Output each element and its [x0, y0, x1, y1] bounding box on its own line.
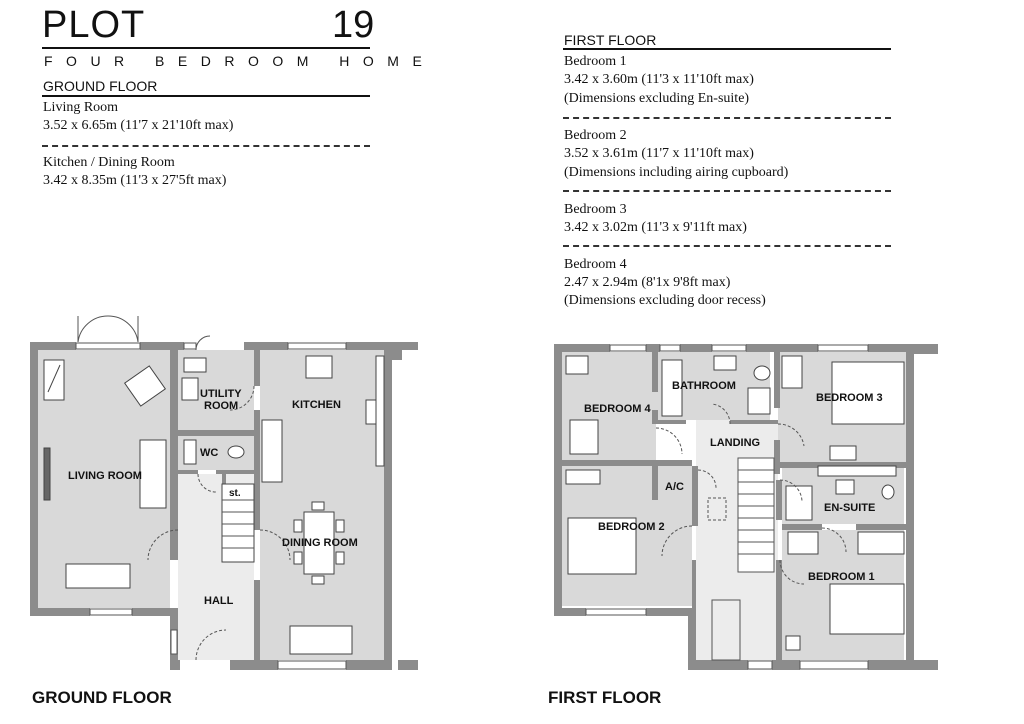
living-room-label: LIVING ROOM	[68, 470, 142, 482]
kitchen-label: KITCHEN	[292, 399, 341, 411]
spec-room-dims: 3.42 x 8.35m (11'3 x 27'5ft max)	[43, 173, 227, 188]
spec-divider	[563, 117, 891, 119]
wc-label: WC	[200, 447, 218, 459]
spec-room-name: Kitchen / Dining Room	[43, 155, 175, 170]
bedroom-2-label: BEDROOM 2	[598, 521, 665, 533]
utility-room-label-2: ROOM	[204, 400, 238, 412]
ground-floor-caption: GROUND FLOOR	[32, 688, 172, 707]
furniture	[43, 355, 385, 655]
ground-floor-heading: GROUND FLOOR	[43, 78, 158, 94]
spec-divider	[563, 245, 891, 247]
hall-label: HALL	[204, 595, 234, 607]
windows	[585, 344, 869, 670]
spec-room-name: Bedroom 2	[564, 128, 627, 143]
spec-room-dims: 3.42 x 3.02m (11'3 x 9'11ft max)	[564, 220, 747, 235]
spec-divider	[42, 145, 370, 147]
spec-room-note: (Dimensions including airing cupboard)	[564, 165, 789, 180]
first-floor-heading-rule	[563, 48, 891, 50]
title-rule	[42, 47, 370, 49]
utility-room-label: UTILITY	[200, 388, 242, 400]
internal-walls	[562, 352, 906, 670]
store-label: st.	[229, 488, 241, 499]
spec-room-note: (Dimensions excluding door recess)	[564, 293, 766, 308]
french-doors	[77, 315, 211, 351]
spec-room-name: Living Room	[43, 100, 119, 115]
stairs	[707, 457, 775, 661]
bedroom-4-label: BEDROOM 4	[584, 403, 652, 415]
spec-room-dims: 3.52 x 6.65m (11'7 x 21'10ft max)	[43, 118, 234, 133]
first-floor-plan: BATHROOM BEDROOM 4 BEDROOM 3 LANDING A/C…	[554, 344, 938, 670]
first-floor-heading: FIRST FLOOR	[564, 32, 657, 48]
bathroom-label: BATHROOM	[672, 380, 736, 392]
dining-room-label: DINING ROOM	[282, 537, 358, 549]
furniture	[565, 355, 905, 651]
landing-label: LANDING	[710, 437, 760, 449]
plot-title: PLOT	[42, 4, 146, 46]
door-swings	[147, 385, 291, 661]
door-swings	[655, 403, 847, 585]
bedroom-1-label: BEDROOM 1	[808, 571, 875, 583]
plot-number: 19	[332, 4, 375, 46]
spec-room-dims: 3.52 x 3.61m (11'7 x 11'10ft max)	[564, 146, 754, 161]
spec-room-name: Bedroom 1	[564, 54, 627, 69]
spec-room-note: (Dimensions excluding En-suite)	[564, 91, 750, 106]
spec-room-dims: 2.47 x 2.94m (8'1x 9'8ft max)	[564, 275, 731, 290]
ground-floor-plan: UTILITY ROOM KITCHEN WC LIVING ROOM st. …	[30, 315, 418, 670]
spec-room-name: Bedroom 3	[564, 202, 627, 217]
spec-divider	[563, 190, 891, 192]
stairs	[222, 499, 254, 549]
external-walls	[554, 344, 938, 670]
spec-room-dims: 3.42 x 3.60m (11'3 x 11'10ft max)	[564, 72, 754, 87]
home-type-subtitle: FOUR BEDROOM HOME	[44, 53, 436, 69]
ground-floor-heading-rule	[42, 95, 370, 97]
en-suite-label: EN-SUITE	[824, 502, 875, 514]
first-floor-caption: FIRST FLOOR	[548, 688, 662, 707]
bedroom-3-label: BEDROOM 3	[816, 392, 883, 404]
windows	[75, 342, 347, 670]
spec-room-name: Bedroom 4	[564, 257, 627, 272]
airing-cupboard-label: A/C	[665, 481, 684, 493]
